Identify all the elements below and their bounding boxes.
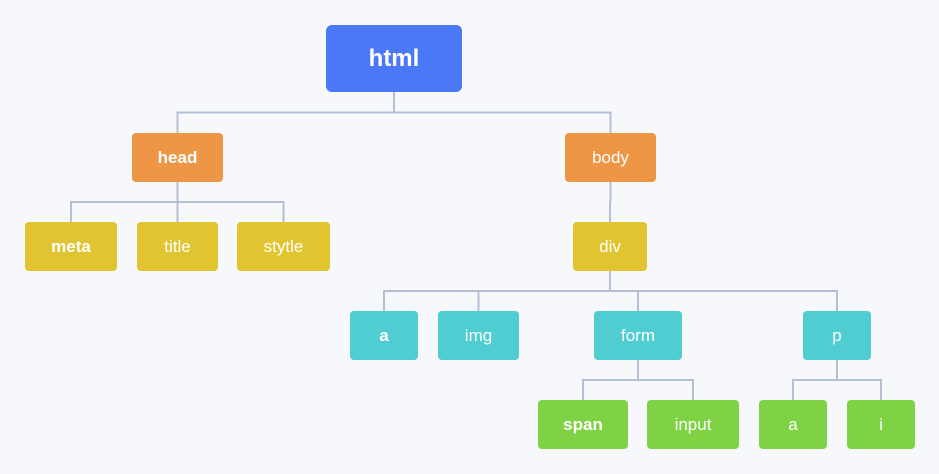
connector-p-p_a bbox=[792, 360, 838, 400]
node-i: i bbox=[847, 400, 915, 449]
connector-form-span bbox=[582, 360, 639, 400]
node-div-a: a bbox=[350, 311, 418, 360]
connector-head-stytle bbox=[176, 182, 285, 222]
node-span: span bbox=[538, 400, 628, 449]
node-img: img bbox=[438, 311, 519, 360]
node-p-a: a bbox=[759, 400, 827, 449]
node-head: head bbox=[132, 133, 223, 182]
connector-root-head bbox=[176, 92, 395, 133]
node-meta: meta bbox=[25, 222, 117, 271]
node-form: form bbox=[594, 311, 682, 360]
node-p: p bbox=[803, 311, 871, 360]
connector-head-meta bbox=[70, 182, 179, 222]
connector-root-body bbox=[393, 92, 612, 133]
connector-body-div bbox=[609, 182, 612, 222]
node-title: title bbox=[137, 222, 218, 271]
node-body: body bbox=[565, 133, 656, 182]
node-html: html bbox=[326, 25, 462, 92]
node-div: div bbox=[573, 222, 647, 271]
node-input: input bbox=[647, 400, 739, 449]
connector-div-p bbox=[609, 271, 838, 311]
connector-p-i bbox=[836, 360, 882, 400]
node-stytle: stytle bbox=[237, 222, 330, 271]
connector-form-input bbox=[637, 360, 694, 400]
connector-div-img bbox=[477, 271, 611, 311]
